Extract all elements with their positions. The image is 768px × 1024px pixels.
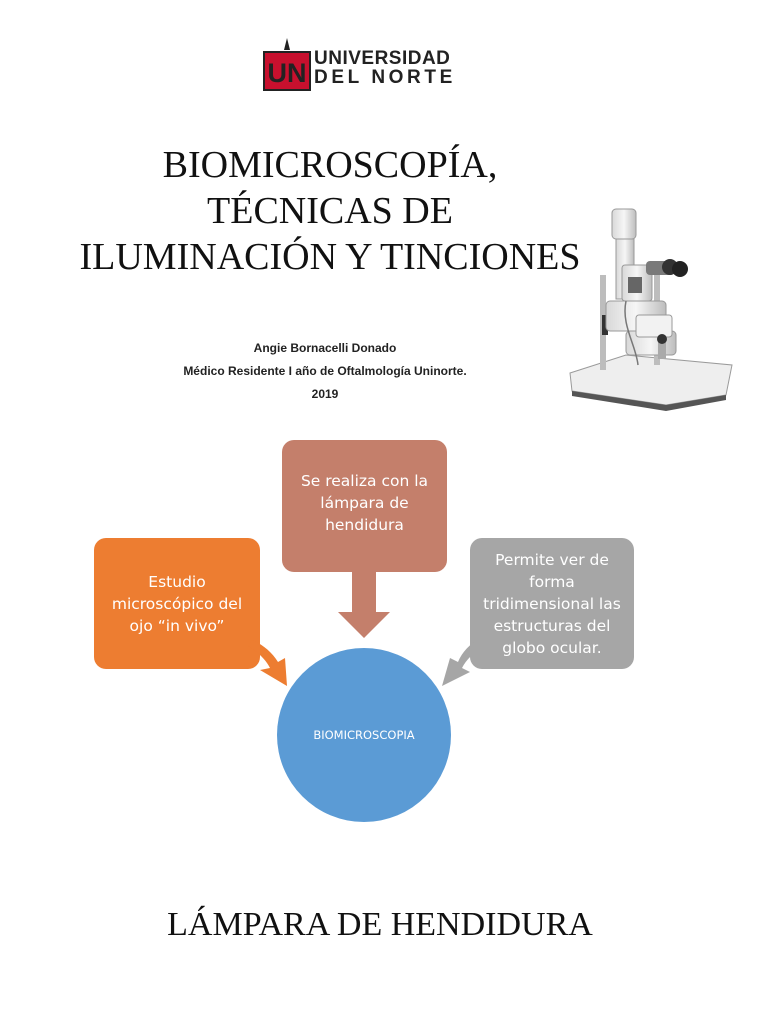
logo-mark-icon: UN <box>263 38 311 91</box>
author-name: Angie Bornacelli Donado <box>253 341 397 355</box>
diagram-box-right-text: Permite ver de forma tridimensional las … <box>483 550 621 657</box>
title-line-2: TÉCNICAS DE <box>207 190 453 232</box>
diagram-box-top: Se realiza con la lámpara de hendidura <box>282 440 447 572</box>
section-heading: LÁMPARA DE HENDIDURA <box>167 906 593 943</box>
university-logo: UN UNIVERSIDAD DEL NORTE <box>262 36 467 96</box>
diagram-box-left: Estudio microscópico del ojo “in vivo” <box>94 538 260 669</box>
slit-lamp-microscope-icon <box>569 208 733 411</box>
diagram-center-text: BIOMICROSCOPIA <box>313 728 415 742</box>
diagram-box-top-text: Se realiza con la lámpara de hendidura <box>300 472 429 534</box>
author-year: 2019 <box>311 387 339 401</box>
title-line-1: BIOMICROSCOPÍA, <box>162 144 498 186</box>
diagram-center-circle: BIOMICROSCOPIA <box>277 648 451 822</box>
title-line-3: ILUMINACIÓN Y TINCIONES <box>79 236 581 278</box>
diagram-box-left-text: Estudio microscópico del ojo “in vivo” <box>111 572 243 635</box>
logo-mark-text: UN <box>268 58 307 88</box>
logo-line1: UNIVERSIDAD <box>314 48 451 69</box>
diagram-box-right: Permite ver de forma tridimensional las … <box>470 538 634 669</box>
arrow-down-icon <box>338 572 390 638</box>
author-role: Médico Residente I año de Oftalmología U… <box>183 364 467 378</box>
document-title: BIOMICROSCOPÍA, TÉCNICAS DE ILUMINACIÓN … <box>0 142 660 280</box>
logo-line2: DEL NORTE <box>314 67 456 88</box>
author-info: Angie Bornacelli Donado Médico Residente… <box>160 337 490 406</box>
